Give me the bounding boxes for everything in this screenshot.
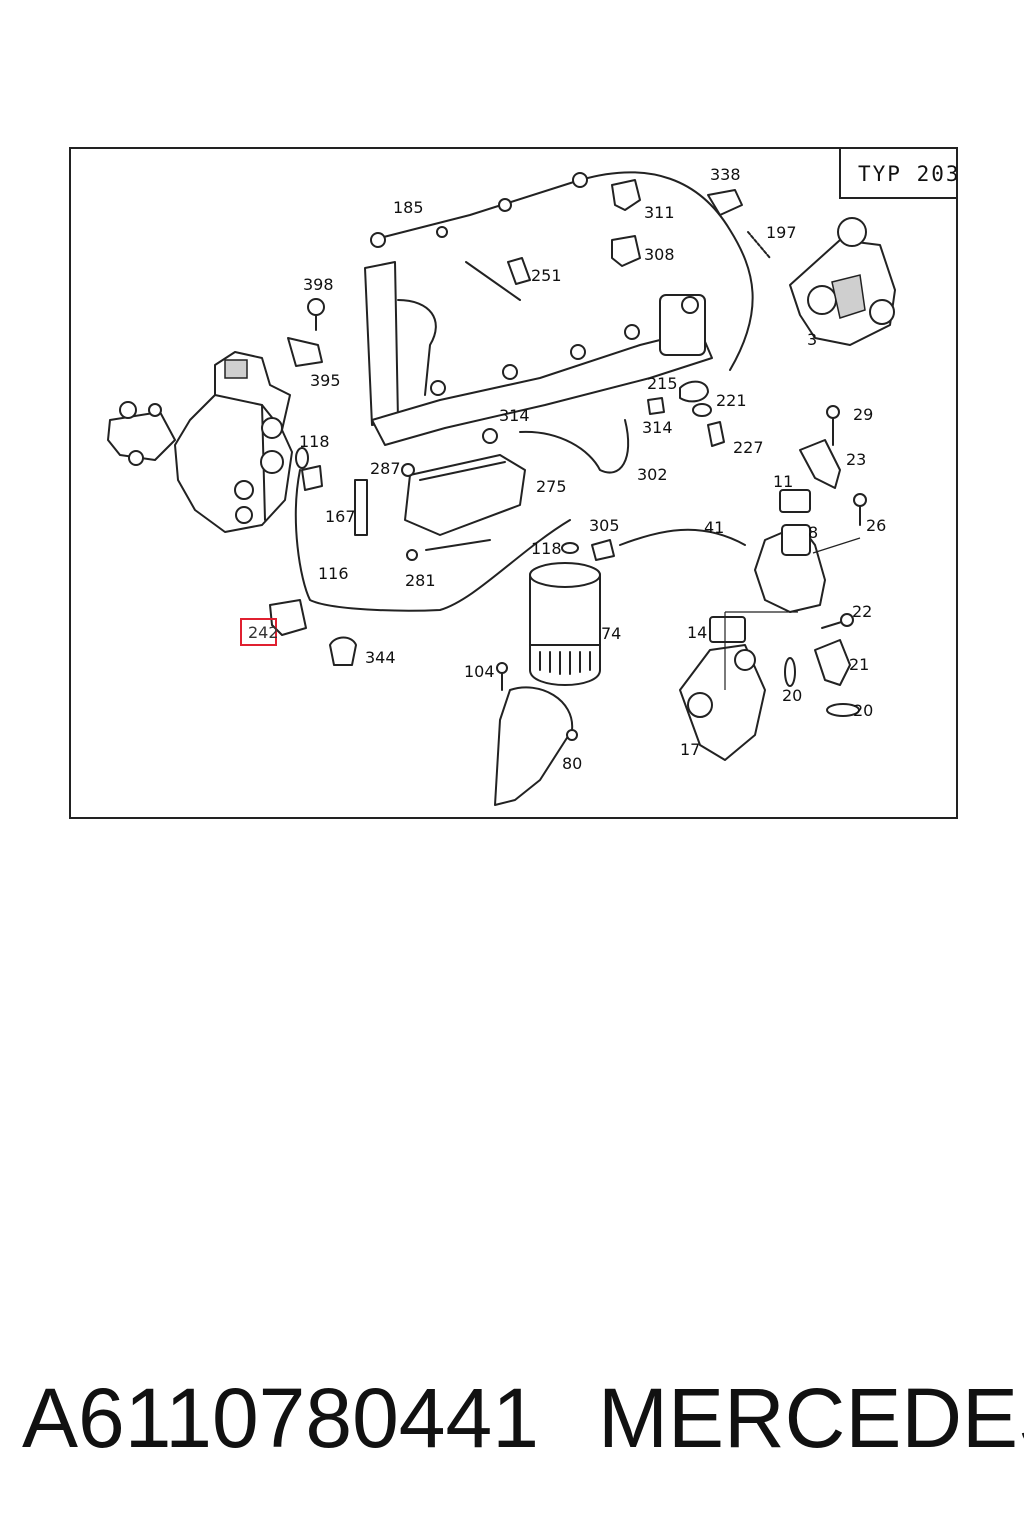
part-label: 311 <box>644 203 675 222</box>
parts-diagram: TYP 203 <box>69 147 961 819</box>
part-label: 167 <box>325 507 356 526</box>
part-label: 26 <box>866 516 886 535</box>
part-label: 185 <box>393 198 424 217</box>
part-label: 398 <box>303 275 334 294</box>
part-label: 314 <box>499 406 530 425</box>
typ-label: TYP 203 <box>858 162 961 186</box>
part-label: 41 <box>704 518 724 537</box>
part-label: 251 <box>531 266 562 285</box>
water-pump-drawing <box>679 405 867 761</box>
part-label: 29 <box>853 405 873 424</box>
part-label: 344 <box>365 648 396 667</box>
part-label: 275 <box>536 477 567 496</box>
part-label: 314 <box>642 418 673 437</box>
part-label: 197 <box>766 223 797 242</box>
part-label: 14 <box>687 623 707 642</box>
part-label: 17 <box>680 740 700 759</box>
small-parts-drawing <box>269 380 725 691</box>
part-label: 281 <box>405 571 436 590</box>
part-label: 305 <box>589 516 620 535</box>
clips-drawing <box>287 179 771 367</box>
leader-lines <box>724 537 861 690</box>
part-label: 227 <box>733 438 764 457</box>
part-label: 11 <box>773 472 793 491</box>
thermostat-housing-drawing <box>789 217 896 346</box>
part-label: 395 <box>310 371 341 390</box>
part-label: 302 <box>637 465 668 484</box>
typ-badge: TYP 203 <box>839 148 961 199</box>
part-label: 215 <box>647 374 678 393</box>
part-label: 118 <box>531 539 562 558</box>
part-label: 23 <box>846 450 866 469</box>
fuel-rail-drawing <box>364 171 754 446</box>
part-number: A6110780441 <box>22 1371 539 1465</box>
part-label-highlighted: 242 <box>248 623 279 642</box>
part-label: 20 <box>782 686 802 705</box>
filter-housing-drawing <box>401 454 601 806</box>
part-label: 21 <box>849 655 869 674</box>
part-label: 20 <box>853 701 873 720</box>
part-labels: 185 338 311 197 308 251 398 3 395 215 22… <box>248 165 886 773</box>
part-label: 308 <box>644 245 675 264</box>
part-label: 80 <box>562 754 582 773</box>
part-label: 287 <box>370 459 401 478</box>
part-label: 116 <box>318 564 349 583</box>
highlight-box <box>240 618 277 646</box>
part-label: 8 <box>808 523 818 542</box>
part-label: 104 <box>464 662 495 681</box>
part-label: 74 <box>601 624 621 643</box>
brand-name: MERCEDES <box>598 1371 1024 1465</box>
part-label: 22 <box>852 602 872 621</box>
hoses-drawing <box>294 419 746 612</box>
injection-pump-drawing <box>107 351 293 533</box>
part-label: 118 <box>299 432 330 451</box>
diagram-frame <box>69 147 958 819</box>
part-label: 3 <box>807 330 817 349</box>
part-label: 338 <box>710 165 741 184</box>
part-label: 221 <box>716 391 747 410</box>
caption: A6110780441 MERCEDES <box>0 1370 1024 1480</box>
